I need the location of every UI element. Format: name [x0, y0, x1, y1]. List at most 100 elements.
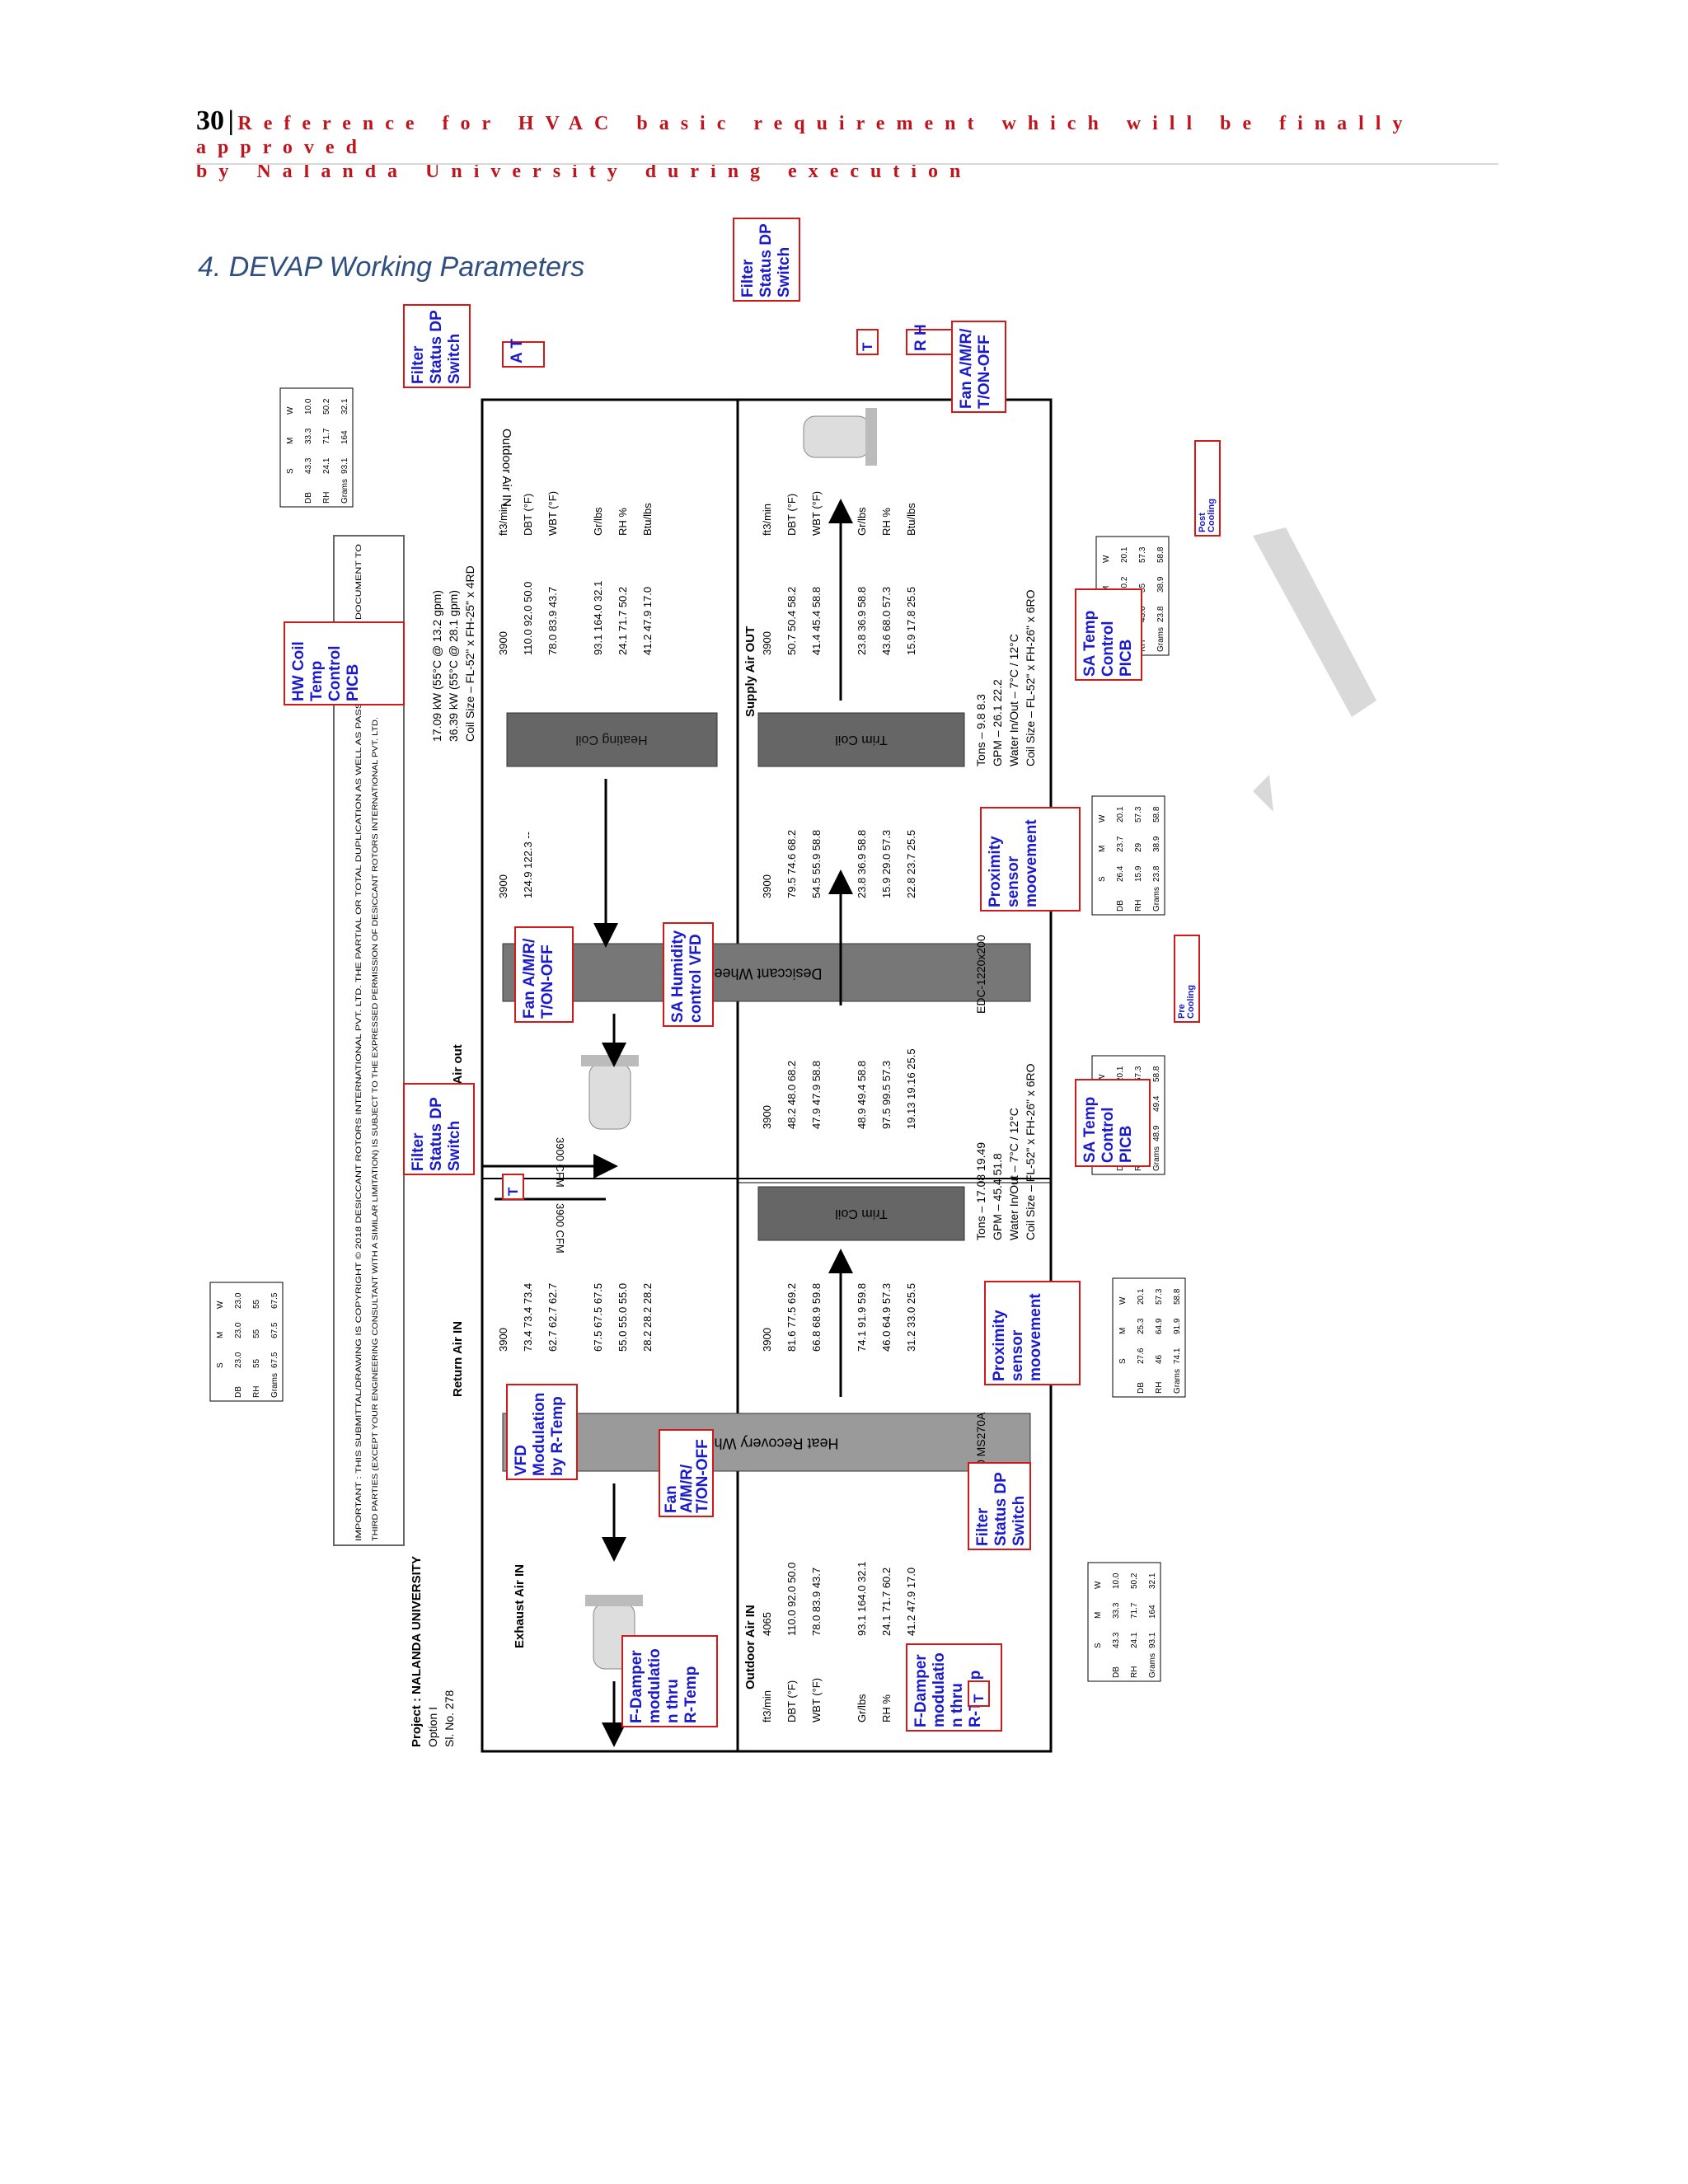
- mini-table-cell: DB: [234, 1386, 243, 1398]
- callout-a-t: A T: [502, 339, 545, 368]
- mini-table-cell: 93.1: [340, 457, 349, 474]
- mini-table-cell: W: [1094, 1581, 1103, 1589]
- mini-table-cell: 49.4: [1152, 1095, 1161, 1112]
- mini-table-cell: 64.9: [1155, 1318, 1164, 1334]
- cfm-label-1: 3900 CFM: [554, 1203, 566, 1254]
- trim-coil-2-info-3: Water In/Out – 7°C / 12°C: [1007, 634, 1020, 766]
- callout-border: [906, 1643, 1002, 1732]
- callout-text: Filter: [410, 345, 427, 384]
- callout-text: R-Temp: [682, 1666, 700, 1723]
- callout-fan-amr-3: Fan A/M/R/T/ON-OFF: [951, 321, 1006, 413]
- callout-text: by R-Temp: [549, 1396, 566, 1476]
- heat-recovery-wheel: [502, 1413, 1031, 1472]
- mini-table-cell: 55: [252, 1358, 261, 1368]
- data-value: 93.1 164.0 32.1: [856, 1562, 868, 1636]
- callout-text: T: [860, 342, 875, 351]
- callout-text: control VFD: [687, 934, 705, 1023]
- data-value: 47.9 47.9 58.8: [810, 1061, 823, 1129]
- mini-table-cell: 24.1: [322, 457, 331, 474]
- section-title: 4. DEVAP Working Parameters: [198, 251, 585, 283]
- callout-text: PICB: [1118, 640, 1135, 677]
- mini-table-cell: 57.3: [1138, 546, 1147, 563]
- mini-table-cell: 58.8: [1152, 1066, 1161, 1082]
- mini-table-cell: S: [1118, 1358, 1128, 1364]
- data-value: 3900: [761, 1105, 773, 1129]
- mini-table-cell: Grams: [340, 479, 349, 504]
- mini-table-cell: 43.3: [1112, 1632, 1121, 1648]
- callout-text: moovement: [1027, 1293, 1044, 1381]
- callout-border: [856, 329, 879, 355]
- mini-table: SMWDB26.423.720.1RH15.92957.3Grams23.838…: [1091, 795, 1165, 916]
- callout-border: [284, 621, 405, 705]
- callout-text: Post: [1198, 513, 1207, 532]
- mini-table-cell: M: [286, 438, 295, 444]
- callout-text: modulatio: [646, 1648, 663, 1723]
- trim-coil-1-info-4: Coil Size – FL-52" x FH-26" x 6RO: [1024, 1063, 1037, 1240]
- mini-table-cell: DB: [1137, 1382, 1146, 1394]
- data-value: 54.5 55.9 58.8: [810, 830, 823, 898]
- callout-border: [980, 807, 1081, 912]
- mini-table-cell: 67.5: [270, 1322, 279, 1338]
- mini-table-cell: 71.7: [1130, 1602, 1139, 1619]
- mini-table-cell: 164: [1148, 1605, 1157, 1619]
- callout-text: Cooling: [1186, 985, 1196, 1019]
- mini-table-cell: M: [1098, 846, 1107, 852]
- row-label: RH %: [880, 1694, 893, 1722]
- callout-text: Switch: [776, 247, 793, 298]
- row-label: Btu/lbs: [905, 503, 917, 536]
- trim-coil-2: [757, 712, 965, 767]
- mini-table-cell: 23.7: [1116, 836, 1125, 852]
- callout-border: [506, 1384, 578, 1480]
- mini-table-cell: M: [1094, 1612, 1103, 1619]
- mini-table-cell: 33.3: [304, 428, 313, 444]
- callout-border: [1075, 588, 1142, 681]
- mini-table: SMWDB43.333.310.0RH24.171.750.2Grams93.1…: [1087, 1562, 1161, 1682]
- callout-border: [659, 1429, 714, 1517]
- heating-coil-label: Heating Coil: [575, 733, 647, 747]
- trim-coil-2-label: Trim Coil: [835, 733, 887, 747]
- data-value: 110.0 92.0 50.0: [785, 1563, 798, 1636]
- callout-text: Control: [326, 645, 344, 701]
- data-value: 55.0 55.0 55.0: [617, 1283, 629, 1352]
- trim-coil-1: [757, 1186, 965, 1241]
- mini-table-cell: S: [1098, 876, 1107, 882]
- data-value: 78.0 83.9 43.7: [810, 1568, 823, 1636]
- data-value: 110.0 92.0 50.0: [522, 582, 534, 655]
- fan-icon: [803, 408, 877, 466]
- data-value: 46.0 64.9 57.3: [880, 1283, 893, 1352]
- callout-border: [984, 1281, 1081, 1385]
- cfm-label-2: 3900 CFM: [554, 1137, 566, 1188]
- data-value: 73.4 73.4 73.4: [522, 1283, 534, 1352]
- data-value: 3900: [497, 631, 509, 655]
- callout-text: sensor: [1009, 1329, 1026, 1381]
- supply-air-out-label: Supply Air OUT: [743, 626, 757, 717]
- unit-outline: [481, 398, 1053, 1753]
- mini-table-cell: 23.0: [234, 1322, 243, 1338]
- edc-model-label: EDC-1220x200: [974, 935, 987, 1014]
- mini-table-cell: 20.1: [1120, 546, 1129, 563]
- mini-table-cell: Grams: [1148, 1653, 1157, 1678]
- data-value: 67.5 67.5 67.5: [592, 1283, 604, 1352]
- callout-border: [621, 1635, 718, 1727]
- mini-tables: SMWDB43.333.310.0RH24.171.750.2Grams93.1…: [209, 387, 1186, 1682]
- data-value: 3900: [761, 874, 773, 898]
- mini-table-cell: 15.9: [1134, 865, 1143, 882]
- mini-table-cell: 93.1: [1148, 1632, 1157, 1648]
- mini-table-border: [279, 387, 354, 508]
- callout-border: [1075, 1079, 1151, 1167]
- data-value: 3900: [497, 1328, 509, 1352]
- callout-text: sensor: [1005, 855, 1022, 907]
- trim-coil-2-info-4: Coil Size – FL-52" x FH-26" x 6RO: [1024, 589, 1037, 766]
- data-value: 97.5 99.5 57.3: [880, 1061, 893, 1129]
- callout-border: [502, 1174, 524, 1200]
- callout-text: SA Humidity: [669, 930, 687, 1023]
- mini-table-cell: S: [286, 468, 295, 474]
- header-reference-line1: Reference for HVAC basic requirement whi…: [196, 113, 1414, 158]
- callout-text: modulatio: [931, 1652, 948, 1727]
